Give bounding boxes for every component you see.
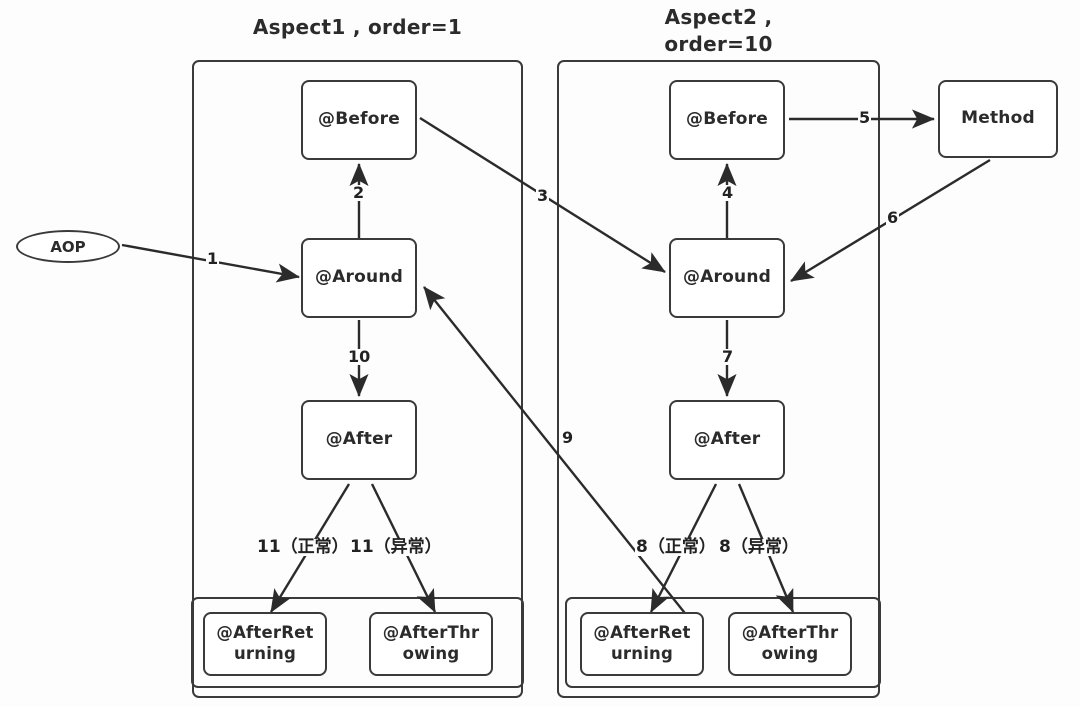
aspect2-title: Aspect2 , order=10	[557, 4, 880, 58]
aspect2-afterreturning-line2: urning	[610, 644, 674, 663]
edge-label-8-normal: 8（正常）	[635, 537, 717, 557]
aspect2-afterreturning-line1: @AfterRet	[593, 623, 691, 643]
aspect1-before-node[interactable]: @Before	[301, 80, 417, 160]
edge-label-1: 1	[206, 249, 220, 268]
aspect1-around-node[interactable]: @Around	[301, 238, 417, 318]
aspect2-title-line2: order=10	[664, 32, 773, 56]
aspect1-afterthrowing-line2: owing	[402, 644, 460, 663]
aspect2-around-node[interactable]: @Around	[669, 238, 785, 318]
edge-label-3: 3	[536, 186, 550, 205]
aspect2-afterthrowing-node[interactable]: @AfterThr owing	[728, 612, 852, 676]
aspect2-title-line1: Aspect2 ,	[664, 5, 773, 29]
edge-label-10: 10	[347, 347, 372, 366]
aspect1-afterreturning-line1: @AfterRet	[216, 623, 314, 643]
edge-label-9: 9	[561, 428, 575, 447]
edge-label-4: 4	[721, 183, 735, 202]
aspect2-afterthrowing-line1: @AfterThr	[741, 623, 839, 643]
aspect1-afterthrowing-line1: @AfterThr	[382, 623, 480, 643]
edge-label-11-error: 11（异常）	[349, 537, 443, 557]
aspect1-after-group	[191, 597, 524, 688]
edge-label-6: 6	[886, 208, 900, 227]
aspect2-after-group	[565, 597, 881, 688]
aspect1-afterreturning-node[interactable]: @AfterRet urning	[203, 612, 327, 676]
aspect2-before-node[interactable]: @Before	[669, 80, 785, 160]
aspect1-title: Aspect1 , order=1	[252, 15, 463, 39]
aop-entry-node[interactable]: AOP	[16, 230, 120, 263]
edge-label-2: 2	[352, 183, 366, 202]
edge-label-5: 5	[858, 108, 872, 127]
aspect1-afterreturning-line2: urning	[233, 644, 297, 663]
aspect2-after-node[interactable]: @After	[669, 400, 785, 480]
edge-label-7: 7	[721, 347, 735, 366]
edge-label-8-error: 8（异常）	[718, 537, 800, 557]
aspect1-after-node[interactable]: @After	[301, 400, 417, 480]
aspect1-afterthrowing-node[interactable]: @AfterThr owing	[369, 612, 493, 676]
edge-label-11-normal: 11（正常）	[256, 537, 350, 557]
method-node[interactable]: Method	[938, 80, 1058, 158]
aspect2-afterthrowing-line2: owing	[761, 644, 819, 663]
aspect2-afterreturning-node[interactable]: @AfterRet urning	[580, 612, 704, 676]
